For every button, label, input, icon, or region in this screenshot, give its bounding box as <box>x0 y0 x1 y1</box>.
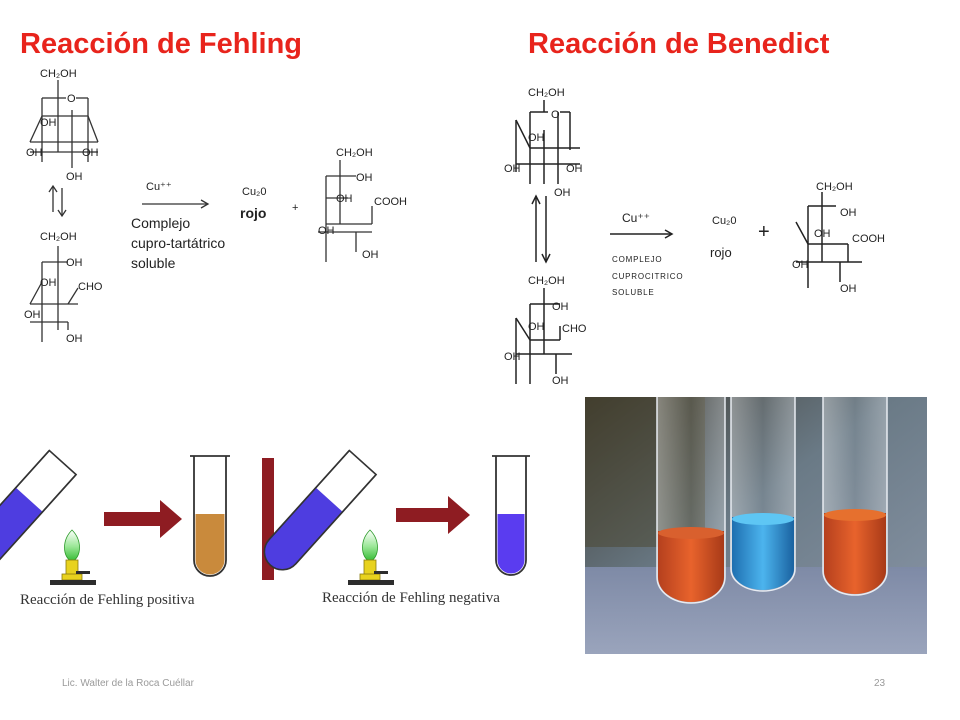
benedict-complex-line-3: SOLUBLE <box>612 288 655 297</box>
page-number: 23 <box>874 678 886 689</box>
fehling-open-ch2oh: CH₂OH <box>40 231 77 243</box>
test-tubes-photo <box>585 397 927 654</box>
benedict-ring-oh-3: OH <box>566 163 583 175</box>
fehling-title: Reacción de Fehling <box>20 28 302 60</box>
benedict-open-oh-3: OH <box>504 351 521 363</box>
benedict-acid-cooh: COOH <box>852 233 885 245</box>
benedict-plus: + <box>758 221 770 243</box>
tube-orange-left <box>656 397 726 604</box>
arrow-positive <box>104 500 182 538</box>
footer-author: Lic. Walter de la Roca Cuéllar <box>62 678 194 689</box>
heated-tube-negative <box>263 449 378 571</box>
fehling-ring-ch2oh: CH₂OH <box>40 68 77 80</box>
arrow-negative <box>396 496 470 534</box>
benedict-open-ch2oh: CH₂OH <box>528 275 565 287</box>
fehling-open-cho: CHO <box>78 281 103 293</box>
fehling-plus: + <box>292 202 298 214</box>
benedict-open-cho: CHO <box>562 323 587 335</box>
result-tube-positive <box>190 455 230 577</box>
benedict-acid-ch2oh: CH₂OH <box>816 181 853 193</box>
benedict-product-color: rojo <box>710 245 732 260</box>
fehling-ring-oh-4: OH <box>66 171 83 183</box>
fehling-ring-oh-2: OH <box>26 147 43 159</box>
benedict-reagent: Cu⁺⁺ <box>622 211 650 225</box>
fehling-open-oh-3: OH <box>24 309 41 321</box>
benedict-ring-o: O <box>551 109 560 121</box>
benedict-product-cu: Cu₂0 <box>712 215 736 227</box>
fehling-product-color: rojo <box>240 205 266 221</box>
fehling-complex-line-1: Complejo <box>131 215 190 231</box>
benedict-open-oh-2: OH <box>528 321 545 333</box>
benedict-open-oh-1: OH <box>552 301 569 313</box>
fehling-acid-oh-1: OH <box>356 172 373 184</box>
tube-blue-middle <box>730 397 796 592</box>
benedict-open-oh-4: OH <box>552 375 569 387</box>
fehling-acid-cooh: COOH <box>374 196 407 208</box>
fehling-ring-oh-1: OH <box>40 117 57 129</box>
benedict-acid-oh-4: OH <box>840 283 857 295</box>
benedict-ring-oh-2: OH <box>504 163 521 175</box>
caption-negative: Reacción de Fehling negativa <box>322 590 500 606</box>
benedict-title: Reacción de Benedict <box>528 28 830 60</box>
fehling-acid-ch2oh: CH₂OH <box>336 147 373 159</box>
tube-orange-right <box>822 397 888 596</box>
caption-positive: Reacción de Fehling positiva <box>20 592 195 608</box>
fehling-ring-oh-3: OH <box>82 147 99 159</box>
benedict-ring-ch2oh: CH₂OH <box>528 87 565 99</box>
result-tube-negative <box>492 455 530 576</box>
benedict-acid-oh-2: OH <box>814 228 831 240</box>
fehling-reagent: Cu⁺⁺ <box>146 181 172 193</box>
fehling-open-oh-2: OH <box>40 277 57 289</box>
fehling-complex-line-2: cupro-tartátrico <box>131 235 225 251</box>
fehling-ring-o: O <box>67 93 76 105</box>
fehling-acid-oh-3: OH <box>318 225 335 237</box>
benedict-complex-line-2: CUPROCITRICO <box>612 272 683 281</box>
fehling-acid-oh-4: OH <box>362 249 379 261</box>
fehling-acid-oh-2: OH <box>336 193 353 205</box>
benedict-acid-oh-1: OH <box>840 207 857 219</box>
benedict-ring-oh-1: OH <box>528 132 545 144</box>
benedict-ring-oh-4: OH <box>554 187 571 199</box>
fehling-open-oh-1: OH <box>66 257 83 269</box>
fehling-complex-line-3: soluble <box>131 255 176 271</box>
fehling-product-cu: Cu₂0 <box>242 186 266 198</box>
benedict-acid-oh-3: OH <box>792 259 809 271</box>
benedict-complex-line-1: COMPLEJO <box>612 255 662 264</box>
bunsen-burner-negative <box>348 529 394 585</box>
fehling-open-oh-4: OH <box>66 333 83 345</box>
heated-tube-positive <box>0 449 78 571</box>
bunsen-burner-positive <box>50 529 96 585</box>
